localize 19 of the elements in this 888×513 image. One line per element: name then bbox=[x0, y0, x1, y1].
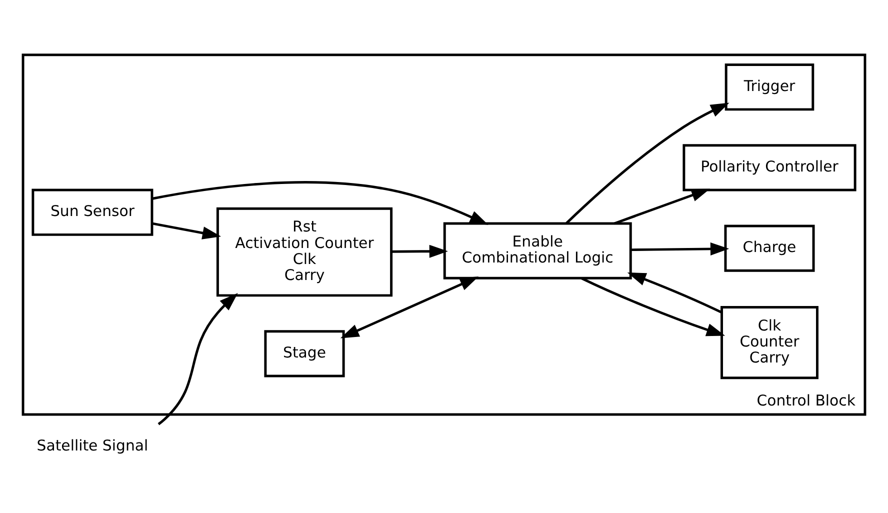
node-box: Pollarity Controller bbox=[682, 144, 856, 191]
node-box: Enable Combinational Logic bbox=[443, 222, 632, 279]
arrow bbox=[630, 242, 730, 255]
arrow bbox=[158, 292, 238, 425]
arrow bbox=[566, 102, 730, 224]
node-box: Clk Counter Carry bbox=[720, 305, 818, 379]
arrow bbox=[614, 188, 710, 224]
node-box: Sun Sensor bbox=[32, 188, 154, 236]
arrow bbox=[152, 222, 222, 239]
arrow bbox=[152, 180, 488, 224]
arrow bbox=[340, 276, 479, 338]
node-text: Satellite Signal bbox=[36, 436, 148, 454]
arrow bbox=[392, 244, 448, 258]
arrow bbox=[627, 272, 722, 314]
node-box: Charge bbox=[724, 224, 815, 272]
node-box: Trigger bbox=[724, 63, 814, 110]
arrow bbox=[580, 276, 726, 336]
node-box: Stage bbox=[264, 330, 345, 377]
node-box: Rst Activation Counter Clk Carry bbox=[216, 206, 393, 296]
